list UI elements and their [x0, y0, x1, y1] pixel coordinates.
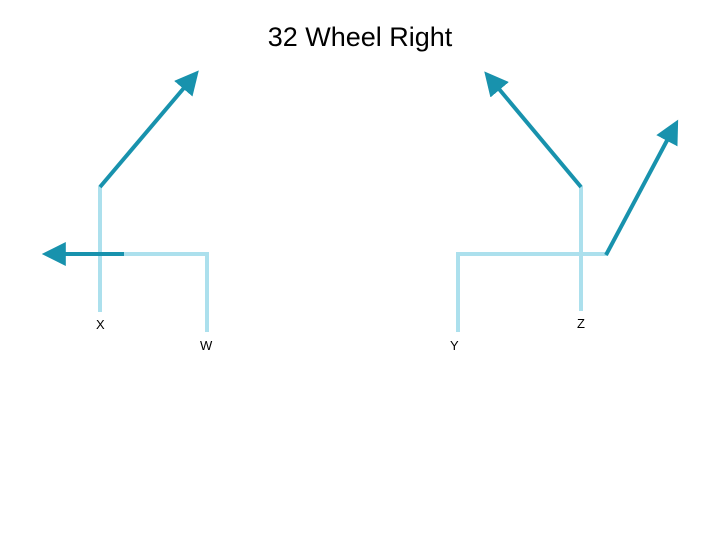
player-label-z: Z	[577, 316, 585, 331]
page-title: 32 Wheel Right	[267, 22, 453, 52]
route-z	[484, 71, 583, 311]
player-label-w: W	[200, 338, 213, 353]
player-label-y: Y	[450, 338, 459, 353]
route-y	[456, 119, 679, 332]
route-y-arrow	[604, 119, 679, 256]
player-label-x: X	[96, 317, 105, 332]
route-z-arrow	[484, 71, 583, 189]
route-w-stem	[122, 252, 209, 332]
route-x	[98, 70, 199, 312]
route-y-stem	[456, 252, 607, 332]
route-w	[41, 242, 209, 332]
route-x-arrow	[98, 70, 199, 189]
